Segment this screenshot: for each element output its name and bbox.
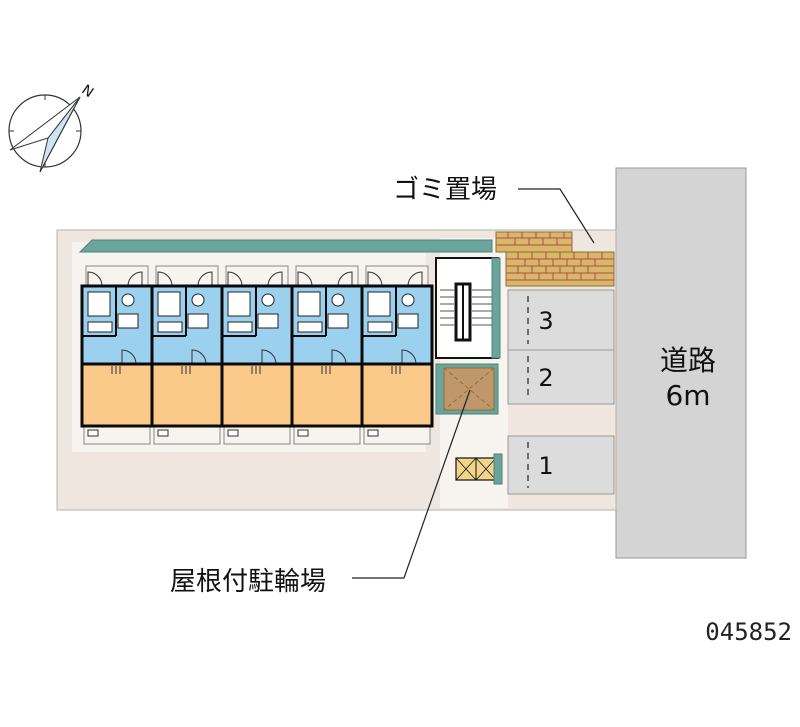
door-swing [191,349,207,365]
parking-space: 2 [507,349,615,405]
toilet [331,293,345,307]
toilet [191,293,205,307]
parking-space: 3 [507,289,615,351]
parking-space-number: 1 [538,452,553,480]
road-name-label: 道路 [660,344,716,377]
garbage-area-label: ゴミ置場 [393,175,497,205]
bike-parking-leader [352,389,471,579]
door-swing [261,349,277,365]
compass-icon: N [8,82,96,173]
road [615,167,747,559]
ac-unit-icon [297,429,309,437]
compass-north-label: N [78,82,96,101]
bathtub [297,291,321,317]
road-width-label: 6m [665,379,710,412]
apartment-unit [150,265,224,445]
parking-space-area [507,349,615,405]
kitchen-counter [297,321,323,333]
parking-space-number: 2 [538,364,553,392]
apartment-unit [220,265,294,445]
parking-space: 1 [507,435,615,495]
ac-unit-icon [157,429,169,437]
door-swing [331,349,347,365]
unit-main-room [150,362,224,428]
unit-main-room [220,362,294,428]
garbage-area [495,231,615,287]
door-swing [267,271,283,287]
parking-spaces: 3 2 1 [507,289,615,495]
sink [187,313,209,329]
door-swing [297,271,313,287]
building-roof-edge [78,239,493,253]
door-swing [337,271,353,287]
unit-main-room [80,362,154,428]
sink [257,313,279,329]
sink [327,313,349,329]
ac-unit-icon [367,429,379,437]
bathtub [367,291,391,317]
toilet [121,293,135,307]
bathtub [87,291,111,317]
kitchen-counter [157,321,183,333]
door-swing [227,271,243,287]
unit-main-room [360,362,434,428]
kitchen-counter [367,321,393,333]
parking-space-area [507,289,615,351]
building-outline [80,284,434,428]
kitchen-counter [227,321,253,333]
bathtub [157,291,181,317]
bathtub [227,291,251,317]
door-swing [367,271,383,287]
kitchen-counter [87,321,113,333]
storage-box [455,453,503,485]
sink [397,313,419,329]
door-swing [121,349,137,365]
unit-main-room [290,362,364,428]
parking-space-number: 3 [538,307,553,335]
bike-parking [435,363,499,415]
door-swing [157,271,173,287]
stair-core [435,257,501,359]
bike-parking-label: 屋根付駐輪場 [170,567,326,597]
door-swing [401,349,417,365]
door-swing [127,271,143,287]
toilet [261,293,275,307]
apartment-units [80,265,434,445]
door-swing [87,271,103,287]
ac-unit-icon [227,429,239,437]
sink [117,313,139,329]
ac-unit-icon [87,429,99,437]
apartment-unit [360,265,434,445]
garbage-area-leader [518,188,595,244]
door-swing [407,271,423,287]
parking-space-area [507,435,615,495]
door-swing [197,271,213,287]
apartment-unit [290,265,364,445]
property-code: 045852 [705,618,792,646]
apartment-unit [80,265,154,445]
toilet [401,293,415,307]
